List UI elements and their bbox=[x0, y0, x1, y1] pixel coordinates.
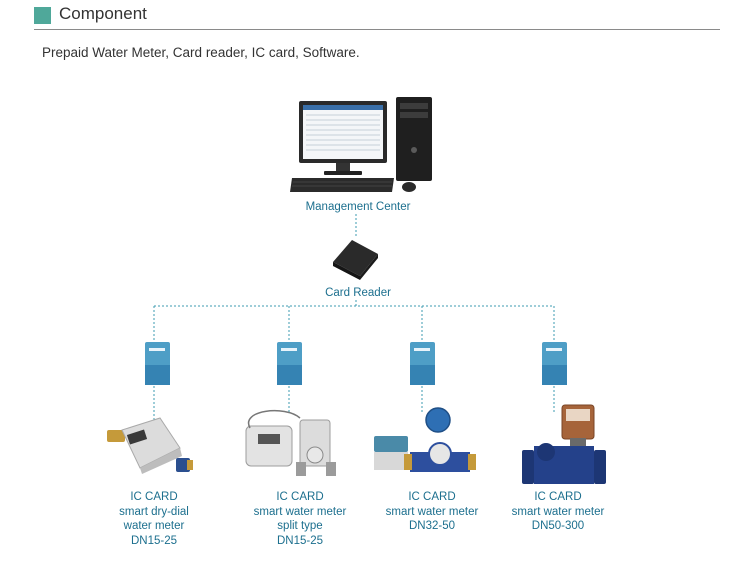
section-header: Component bbox=[34, 4, 720, 31]
computer-icon bbox=[290, 97, 432, 192]
dry-dial-meter-image bbox=[107, 417, 193, 474]
meter-4-line-1: IC CARD bbox=[534, 491, 582, 503]
card-reader-icon bbox=[333, 240, 378, 280]
meter-caption-1: IC CARD smart dry-dial water meter DN15-… bbox=[99, 490, 209, 548]
meter-caption-4: IC CARD smart water meter DN50-300 bbox=[498, 490, 618, 534]
card-reader-label: Card Reader bbox=[325, 287, 391, 299]
dn50-300-meter-image bbox=[522, 404, 606, 484]
ic-card-4 bbox=[542, 342, 567, 385]
meter-1-line-2: smart dry-dial bbox=[119, 505, 189, 518]
meter-3-line-3: DN32-50 bbox=[408, 520, 456, 532]
management-center-label: Management Center bbox=[306, 201, 411, 213]
meter-3-line-2: smart water meter bbox=[385, 505, 479, 518]
ic-card-3 bbox=[410, 342, 435, 385]
ic-card-1 bbox=[145, 342, 170, 385]
meter-4-line-2: smart water meter bbox=[511, 505, 605, 518]
meter-2-line-2: smart water meter bbox=[253, 505, 347, 518]
meter-2-line-4: DN15-25 bbox=[276, 534, 324, 547]
dn32-50-meter-image bbox=[374, 407, 476, 472]
meter-1-line-1: IC CARD bbox=[130, 491, 178, 503]
component-list: Prepaid Water Meter, Card reader, IC car… bbox=[42, 45, 360, 60]
meter-caption-2: IC CARD smart water meter split type DN1… bbox=[240, 490, 360, 548]
section-title: Component bbox=[59, 4, 147, 23]
meter-2-line-3: split type bbox=[277, 520, 323, 532]
header-divider bbox=[34, 29, 720, 30]
meter-3-line-1: IC CARD bbox=[408, 491, 456, 503]
meter-1-line-3: water meter bbox=[123, 520, 185, 532]
meter-1-line-4: DN15-25 bbox=[130, 534, 178, 547]
ic-card-2 bbox=[277, 342, 302, 385]
header-marker bbox=[34, 7, 51, 24]
meter-4-line-3: DN50-300 bbox=[531, 520, 585, 532]
meter-2-line-1: IC CARD bbox=[276, 491, 324, 503]
split-type-meter-image bbox=[245, 409, 336, 476]
meter-caption-3: IC CARD smart water meter DN32-50 bbox=[372, 490, 492, 534]
